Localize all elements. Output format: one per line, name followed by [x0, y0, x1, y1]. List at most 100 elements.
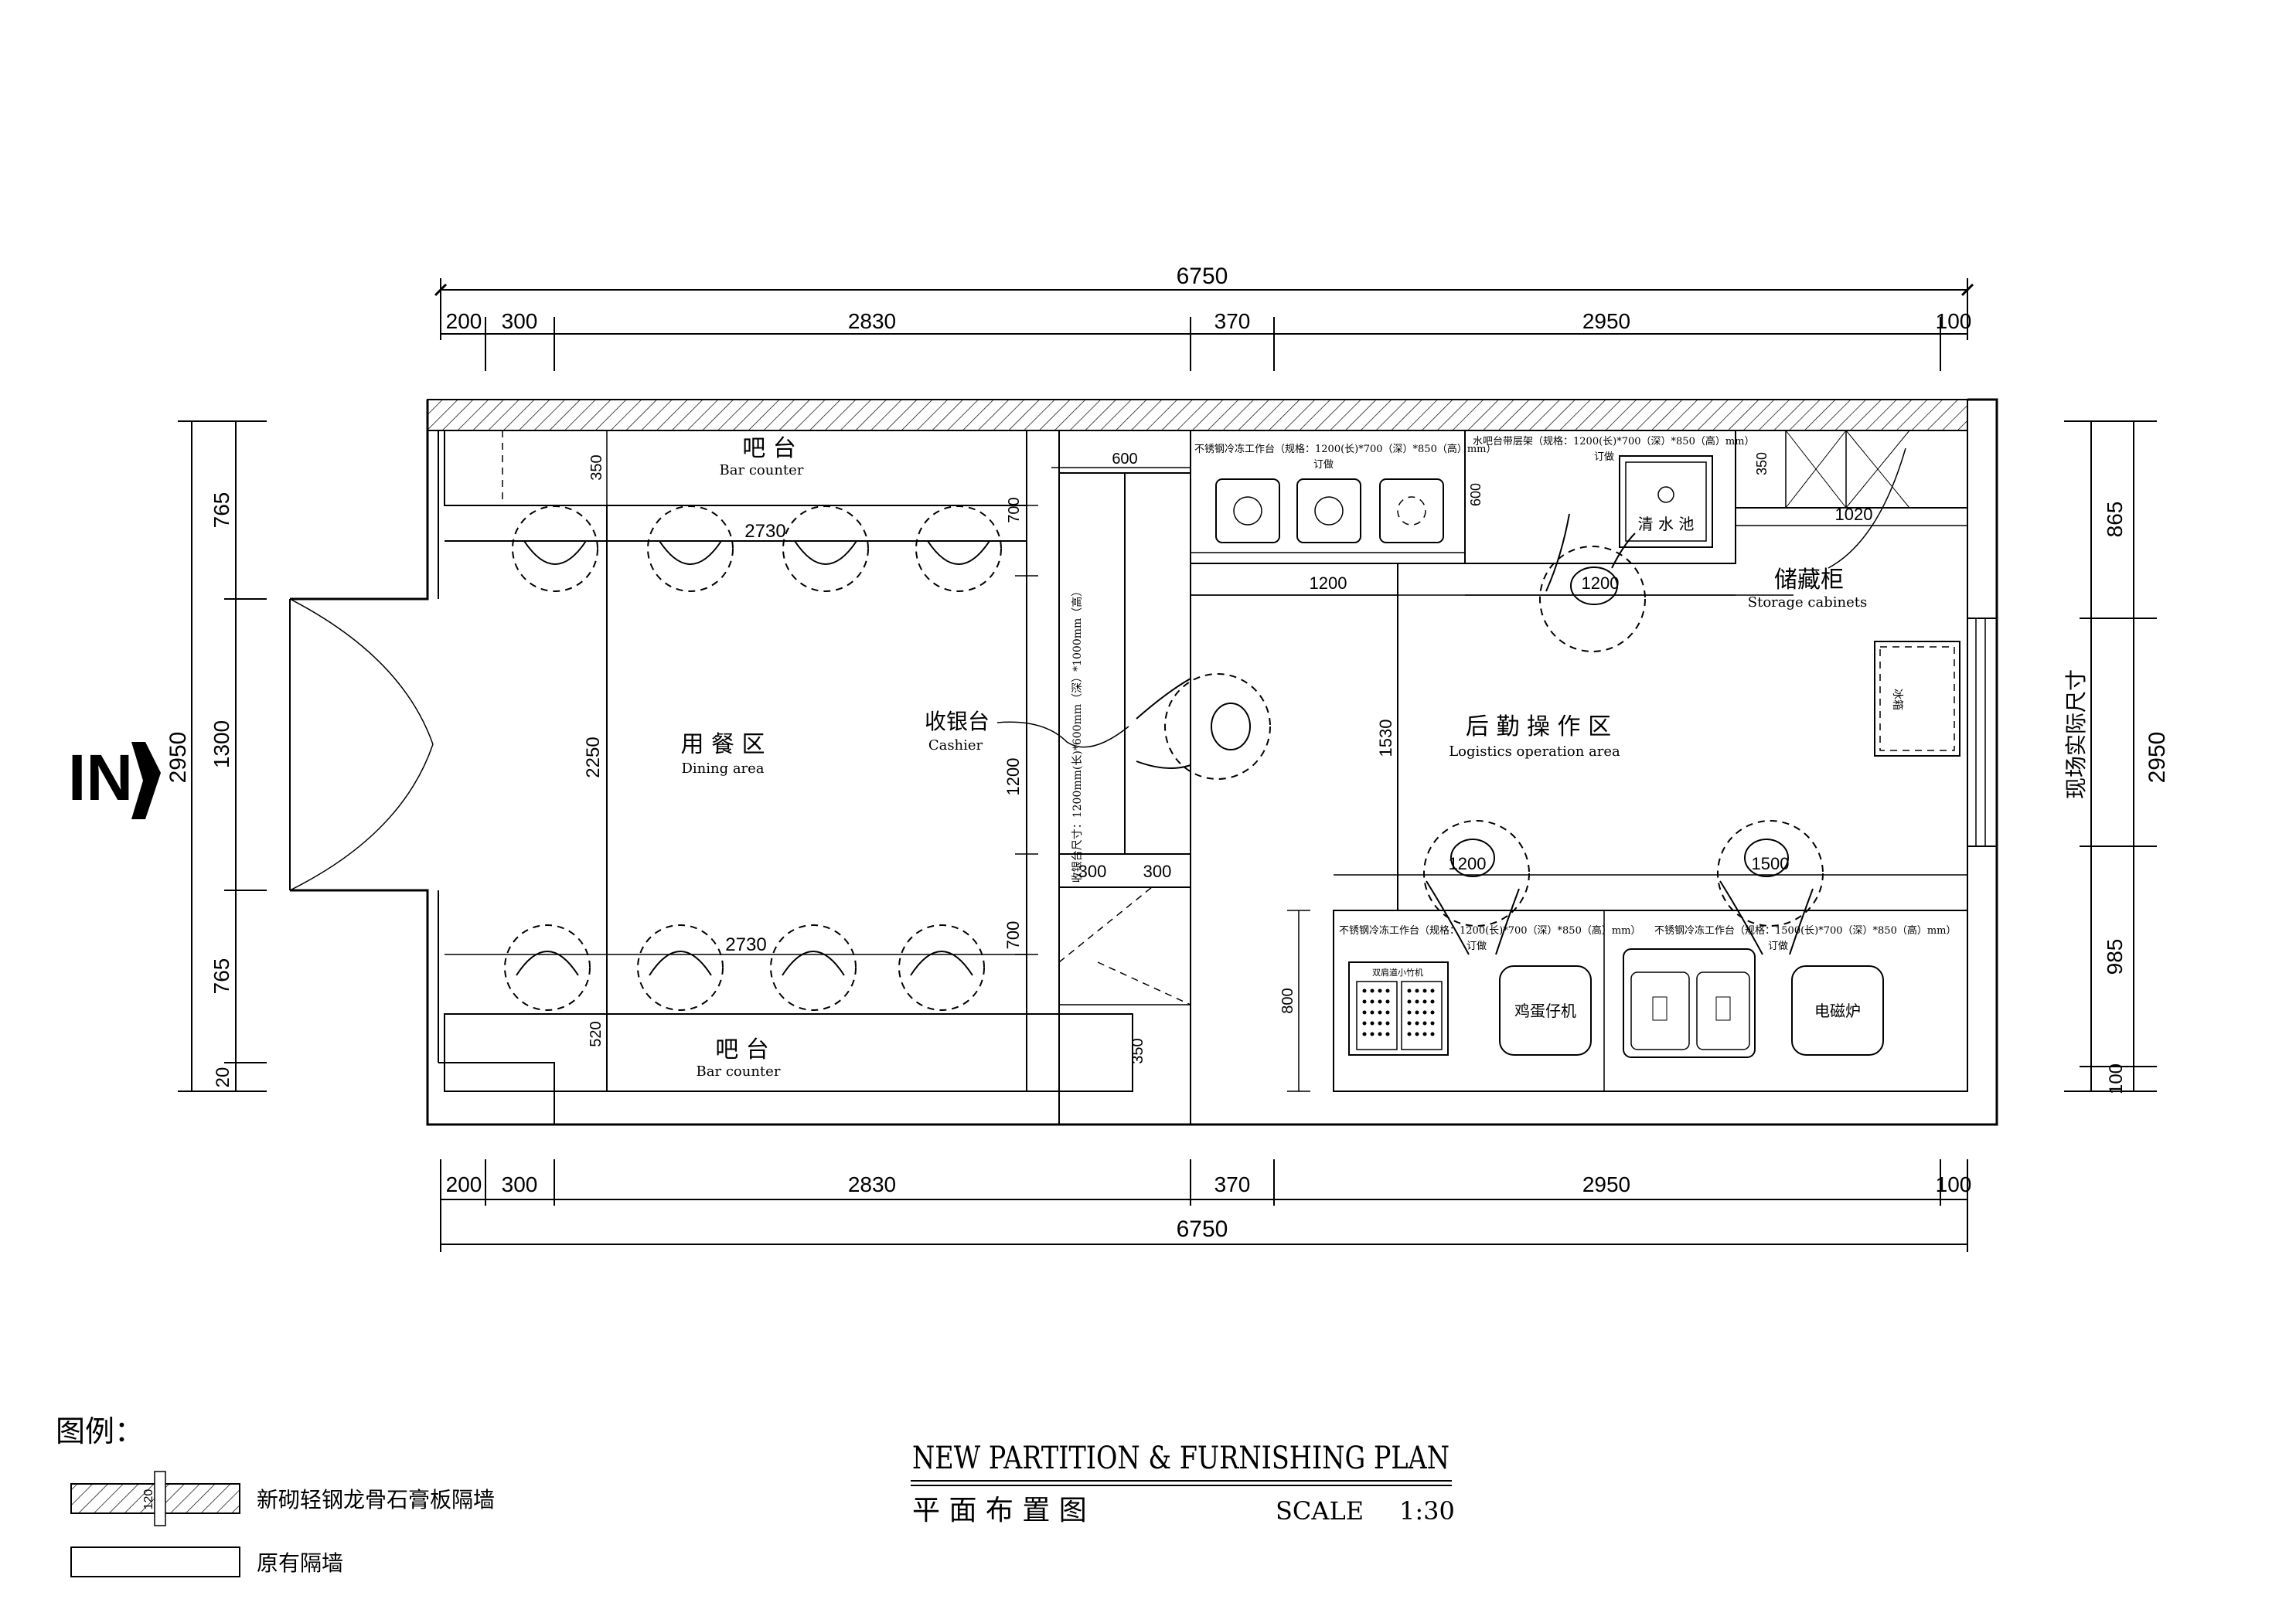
- scale-value: 1:30: [1399, 1496, 1455, 1526]
- cashier-cn: 收银台: [925, 709, 990, 734]
- logistics-en: Logistics operation area: [1449, 743, 1620, 760]
- dim-bottom-1500: 1500: [1752, 854, 1790, 873]
- dim-top-seg-1: 300: [502, 309, 538, 333]
- stools-bottom: [504, 924, 985, 1011]
- storage-cn: 储藏柜: [1774, 567, 1844, 594]
- scale-label: SCALE: [1276, 1496, 1364, 1526]
- dim-right-total: 2950: [2144, 732, 2170, 784]
- right-dimensions: 865 985 100 2950 现场实际尺寸: [2063, 420, 2170, 1094]
- dim-bottom-seg-1: 300: [502, 1172, 538, 1196]
- dim-right-seg-2: 100: [2106, 1063, 2127, 1094]
- dim-cashier-1200: 1200: [1003, 758, 1023, 796]
- bench-bottom-left-label: 不锈钢冷冻工作台（规格：1200(长)*700（深）*850（高）mm）: [1339, 924, 1641, 937]
- dim-bottom-seg-3: 370: [1214, 1172, 1251, 1196]
- top-dimensions: 6750 200 300 2830 370 2950 100: [434, 264, 1974, 371]
- person-cashier: [1136, 673, 1271, 780]
- dim-cashier-300a: 300: [1078, 862, 1107, 881]
- legend-old-wall-label: 原有隔墙: [257, 1550, 343, 1576]
- entrance-door[interactable]: [289, 598, 434, 891]
- dim-bench-600: 600: [1468, 483, 1484, 506]
- dim-bar-bottom-length: 2730: [725, 934, 766, 955]
- left-dimensions: 2950 765 1300 765 20: [165, 420, 267, 1092]
- dim-left-seg-3: 20: [213, 1067, 233, 1088]
- dim-top-seg-5: 100: [1936, 309, 1972, 333]
- bench-top-right-label: 水吧台带层架（规格：1200(长)*700（深）*850（高）mm）: [1473, 435, 1755, 447]
- bench-bottom-right-note: 订做: [1768, 941, 1788, 952]
- dim-right-700-bottom: 700: [1003, 921, 1023, 950]
- entrance-label: IN: [68, 741, 133, 814]
- dim-left-seg-1: 1300: [210, 720, 233, 768]
- grid-dots: [1362, 988, 1435, 1036]
- bench-bottom-left-note: 订做: [1467, 941, 1487, 952]
- bar-top-en: Bar counter: [720, 462, 804, 478]
- dim-top-seg-3: 370: [1214, 309, 1251, 333]
- sink-label: 清 水 池: [1638, 515, 1695, 533]
- dim-logistics-1200b: 1200: [1582, 573, 1620, 593]
- person-bench-left: [1423, 820, 1530, 955]
- dim-left-total: 2950: [165, 732, 191, 784]
- legend-old-wall-swatch: [70, 1546, 240, 1577]
- dining-bar-area: 吧 台 Bar counter 350 2730 用 餐 区 Dining ar…: [444, 430, 1133, 1092]
- entrance-arrow-icon: [131, 742, 161, 819]
- cashier-en: Cashier: [928, 737, 983, 754]
- bench-top-left-note: 订做: [1313, 459, 1334, 471]
- title-block: NEW PARTITION & FURNISHING PLAN 平 面 布 置 …: [911, 1441, 1455, 1526]
- dim-bottom-seg-5: 100: [1936, 1172, 1972, 1196]
- dim-logistics-1200a: 1200: [1310, 573, 1347, 593]
- dim-right-seg-0: 865: [2103, 502, 2127, 538]
- dim-storage-1020: 1020: [1835, 505, 1873, 524]
- egg-machine-label: 鸡蛋仔机: [1514, 1002, 1576, 1020]
- walls: [290, 398, 1998, 1126]
- dim-bottom-total: 6750: [1177, 1216, 1228, 1242]
- logistics-cn: 后 勤 操 作 区: [1466, 713, 1611, 740]
- storage-en: Storage cabinets: [1748, 594, 1867, 611]
- bottom-dimensions: 200 300 2830 370 2950 100 6750: [440, 1159, 1972, 1252]
- dim-logistics-1530: 1530: [1376, 720, 1395, 757]
- person-bench-right: [1717, 820, 1824, 955]
- dim-right-seg-1: 985: [2103, 939, 2127, 975]
- dining-cn: 用 餐 区: [680, 731, 765, 758]
- dim-top-total: 6750: [1177, 264, 1228, 289]
- dim-left-seg-2: 765: [210, 958, 233, 995]
- dim-top-seg-2: 2830: [848, 309, 896, 333]
- dim-top-seg-4: 2950: [1582, 309, 1630, 333]
- bar-top-cn: 吧 台: [742, 435, 796, 462]
- bar-bottom-cn: 吧 台: [715, 1036, 769, 1063]
- dim-bottom-800: 800: [1279, 988, 1296, 1013]
- dim-right-note: 现场实际尺寸: [2063, 669, 2089, 799]
- dim-cashier-300b: 300: [1143, 862, 1172, 881]
- dim-cashier-350: 350: [1129, 1038, 1146, 1063]
- dim-bar-top-length: 2730: [744, 521, 785, 542]
- dining-en: Dining area: [681, 760, 764, 777]
- dim-dining-height: 2250: [583, 737, 604, 777]
- dim-bottom-1200: 1200: [1449, 854, 1487, 873]
- entrance-marker: IN: [68, 741, 161, 819]
- plan-title-cn: 平 面 布 置 图: [912, 1495, 1087, 1526]
- small-appliance-label: 双肩道小竹机: [1372, 967, 1423, 978]
- cashier-area: 600 300 300 350 收银台尺寸：1200mm(长)*600mm（深）…: [925, 430, 1271, 1125]
- dim-top-seg-0: 200: [446, 309, 482, 333]
- dim-bottom-seg-4: 2950: [1582, 1172, 1630, 1196]
- fridge-label: 冰箱: [1891, 689, 1903, 710]
- dim-cashier-600: 600: [1112, 451, 1137, 468]
- dim-sink-350: 350: [1754, 452, 1770, 475]
- legend-title: 图例：: [56, 1414, 144, 1448]
- logistics-area: 不锈钢冷冻工作台（规格：1200(长)*700（深）*850（高）mm） 订做 …: [1190, 430, 1968, 1092]
- stools-top: [512, 505, 1002, 592]
- dim-bottom-seg-2: 2830: [848, 1172, 896, 1196]
- cashier-counter-note: 收银台尺寸：1200mm(长)*600mm（深）*1000mm（高）: [1071, 586, 1084, 883]
- dim-bar-bottom-depth: 520: [588, 1021, 605, 1046]
- bench-bottom-right-label: 不锈钢冷冻工作台（规格：1500(长)*700（深）*850（高）mm）: [1654, 924, 1957, 937]
- legend-new-wall-thickness: 120: [142, 1489, 155, 1510]
- legend-new-wall-label: 新砌轻钢龙骨石膏板隔墙: [257, 1487, 495, 1512]
- bar-bottom-en: Bar counter: [697, 1063, 781, 1080]
- bench-top-right-note: 订做: [1594, 451, 1614, 463]
- dim-bar-top-depth: 350: [588, 454, 605, 480]
- bench-top-left-label: 不锈钢冷冻工作台（规格：1200(长)*700（深）*850（高）mm）: [1194, 443, 1497, 455]
- dim-right-700-top: 700: [1006, 497, 1023, 522]
- induction-label: 电磁炉: [1814, 1002, 1861, 1020]
- person-sink: [1539, 513, 1646, 652]
- dim-left-seg-0: 765: [210, 492, 233, 529]
- plan-title-en: NEW PARTITION & FURNISHING PLAN: [912, 1441, 1449, 1476]
